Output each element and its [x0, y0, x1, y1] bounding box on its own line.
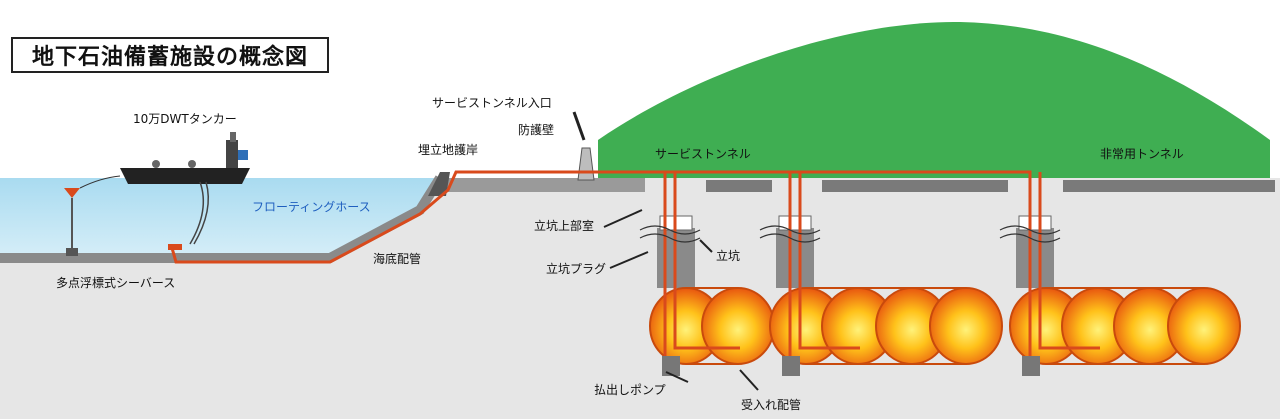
label-emergency-tunnel: 非常用トンネル: [1100, 147, 1184, 161]
tank-group-1: [649, 287, 775, 365]
sea: [0, 178, 440, 258]
shaft-wave-marks: [639, 225, 1061, 243]
land-surface: [445, 178, 645, 192]
pump-2: [782, 356, 800, 376]
label-shaft: 立坑: [716, 249, 741, 263]
label-service-tunnel: サービストンネル: [655, 147, 751, 161]
barrier-wall: [577, 147, 595, 181]
floating-hose: [189, 181, 209, 245]
label-shaft-plug: 立坑プラグ: [546, 262, 607, 276]
mountain: [598, 21, 1270, 178]
label-service-tunnel-entrance: サービストンネル入口: [432, 96, 552, 110]
shaft-3: [1016, 215, 1054, 288]
label-seabed-pipe: 海底配管: [373, 252, 422, 266]
tank-group-3: [1009, 287, 1241, 365]
revetment: [428, 172, 450, 196]
pump-3: [1022, 356, 1040, 376]
pump-1: [662, 356, 680, 376]
hose-end: [168, 244, 182, 250]
tunnel-seg-3: [1063, 180, 1275, 192]
label-floating-hose: フローティングホース: [252, 200, 371, 214]
pointer-lines: [603, 209, 759, 391]
label-discharge-pump: 払出しポンプ: [594, 383, 666, 397]
tunnel-seg-2: [822, 180, 1008, 192]
shaft-2: [776, 215, 814, 288]
tunnel-entrance-arrow: [572, 111, 586, 141]
label-tanker: 10万DWTタンカー: [133, 112, 237, 126]
tank-group-2: [769, 287, 1003, 365]
label-revetment: 埋立地護岸: [418, 143, 479, 157]
pipe-network: [170, 170, 1100, 356]
label-receiving-pipe: 受入れ配管: [741, 398, 802, 412]
sea-berth: [64, 175, 121, 256]
label-multi-buoy-berth: 多点浮標式シーバース: [56, 276, 176, 290]
label-barrier-wall: 防護壁: [518, 123, 555, 137]
tanker-ship: [120, 132, 250, 184]
tunnel-seg-1: [706, 180, 772, 192]
page-title: 地下石油備蓄施設の概念図: [11, 37, 329, 73]
label-shaft-top-room: 立坑上部室: [534, 219, 595, 233]
